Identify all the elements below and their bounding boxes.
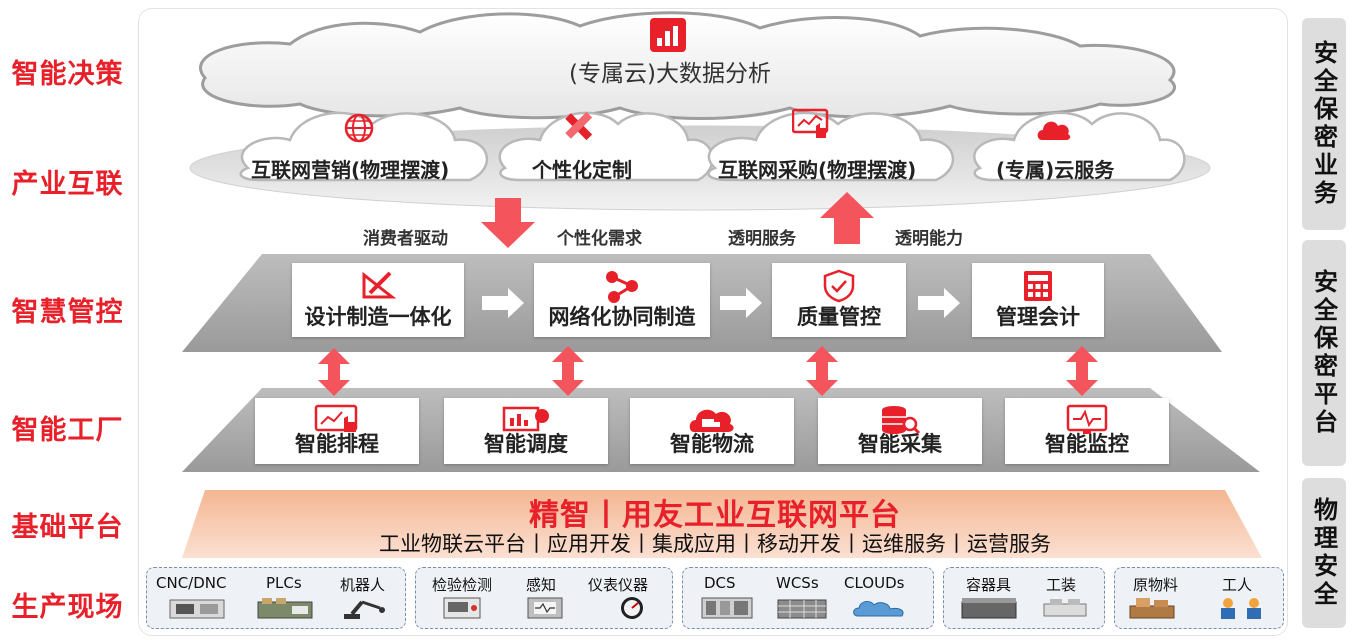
field-label-dcs: DCS xyxy=(704,574,736,592)
truck-cloud-icon xyxy=(689,409,734,432)
factory-card-collection[interactable]: 智能采集 xyxy=(818,398,982,464)
bar-chart-icon xyxy=(650,18,686,52)
layer-label-decision: 智能决策 xyxy=(11,59,124,90)
flow-label-consumer-driven: 消费者驱动 xyxy=(363,229,448,249)
gauge-icon xyxy=(621,597,643,619)
field-label-workers: 工人 xyxy=(1222,576,1253,594)
raw-material-icon xyxy=(1129,598,1175,619)
analysis-cloud xyxy=(199,11,1176,120)
layer-label-factory: 智能工厂 xyxy=(11,415,124,446)
platform-services: 工业物联云平台丨应用开发丨集成应用丨移动开发丨运维服务丨运营服务 xyxy=(379,532,1051,556)
drafting-icon xyxy=(362,271,397,299)
industry-item-cloud-service: (专属)云服务 xyxy=(996,158,1115,182)
layer-label-control: 智慧管控 xyxy=(11,297,124,328)
shield-check-icon xyxy=(823,269,855,303)
clouds-icon xyxy=(853,600,904,617)
field-label-wcss: WCSs xyxy=(776,574,819,592)
monitor-pulse-icon xyxy=(1066,404,1108,434)
field-label-clouds: CLOUDs xyxy=(844,574,905,592)
plc-icon xyxy=(257,598,313,619)
control-card-design-manufacturing[interactable]: 设计制造一体化 xyxy=(292,263,464,337)
flow-label-transparent-service: 透明服务 xyxy=(728,229,796,249)
fixture-icon xyxy=(1043,599,1087,617)
factory-card-scheduling[interactable]: 智能排程 xyxy=(255,398,419,464)
field-label-raw-materials: 原物料 xyxy=(1133,576,1179,594)
field-label-robot: 机器人 xyxy=(340,576,386,594)
globe-icon xyxy=(344,113,374,143)
layer-label-field: 生产现场 xyxy=(11,592,124,623)
field-label-containers: 容器具 xyxy=(966,576,1012,594)
industry-item-procurement: 互联网采购(物理摆渡) xyxy=(718,158,917,182)
cloud-icon xyxy=(1037,121,1071,140)
robot-arm-icon xyxy=(344,600,385,619)
cloud-analysis-label: (专属云)大数据分析 xyxy=(569,61,771,87)
flow-label-transparent-capability: 透明能力 xyxy=(895,229,963,249)
field-label-sensing: 感知 xyxy=(526,576,557,594)
sensor-icon xyxy=(527,597,563,619)
flow-label-personal-demand: 个性化需求 xyxy=(557,229,642,249)
schedule-screen-icon xyxy=(314,404,358,432)
factory-card-logistics[interactable]: 智能物流 xyxy=(630,398,794,464)
sidebar-security-business: 安全保密业务 xyxy=(1302,18,1346,230)
dispatch-chart-icon xyxy=(502,406,549,432)
layer-label-industry: 产业互联 xyxy=(11,169,124,200)
field-label-instruments: 仪表仪器 xyxy=(588,576,649,594)
layer-label-platform: 基础平台 xyxy=(11,512,124,543)
sidebar-security-platform: 安全保密平台 xyxy=(1302,240,1346,466)
ruler-pencil-icon xyxy=(565,111,593,141)
control-card-network-collab[interactable]: 网络化协同制造 xyxy=(534,263,710,337)
platform-title: 精智丨用友工业互联网平台 xyxy=(529,498,901,533)
calculator-icon xyxy=(1024,271,1052,301)
industry-item-customization: 个性化定制 xyxy=(532,158,632,182)
factory-card-monitoring[interactable]: 智能监控 xyxy=(1005,398,1169,464)
cnc-machine-icon xyxy=(169,599,225,619)
touch-screen-icon xyxy=(792,108,829,138)
control-card-management-accounting[interactable]: 管理会计 xyxy=(972,263,1104,337)
container-icon xyxy=(961,598,1017,619)
network-share-icon xyxy=(606,271,638,303)
factory-card-dispatch[interactable]: 智能调度 xyxy=(444,398,608,464)
industry-item-marketing: 互联网营销(物理摆渡) xyxy=(251,158,450,182)
database-search-icon xyxy=(882,406,921,435)
field-label-fixtures: 工装 xyxy=(1046,576,1077,594)
field-label-plcs: PLCs xyxy=(266,574,302,592)
sidebar-physical-security: 物理安全 xyxy=(1302,478,1346,628)
field-label-inspection: 检验检测 xyxy=(432,576,493,594)
dcs-cabinet-icon xyxy=(701,597,753,619)
inspection-device-icon xyxy=(443,597,481,619)
wcs-warehouse-icon xyxy=(777,599,827,619)
workers-icon xyxy=(1221,598,1261,619)
field-label-cnc: CNC/DNC xyxy=(156,574,227,592)
control-card-quality[interactable]: 质量管控 xyxy=(772,263,906,337)
